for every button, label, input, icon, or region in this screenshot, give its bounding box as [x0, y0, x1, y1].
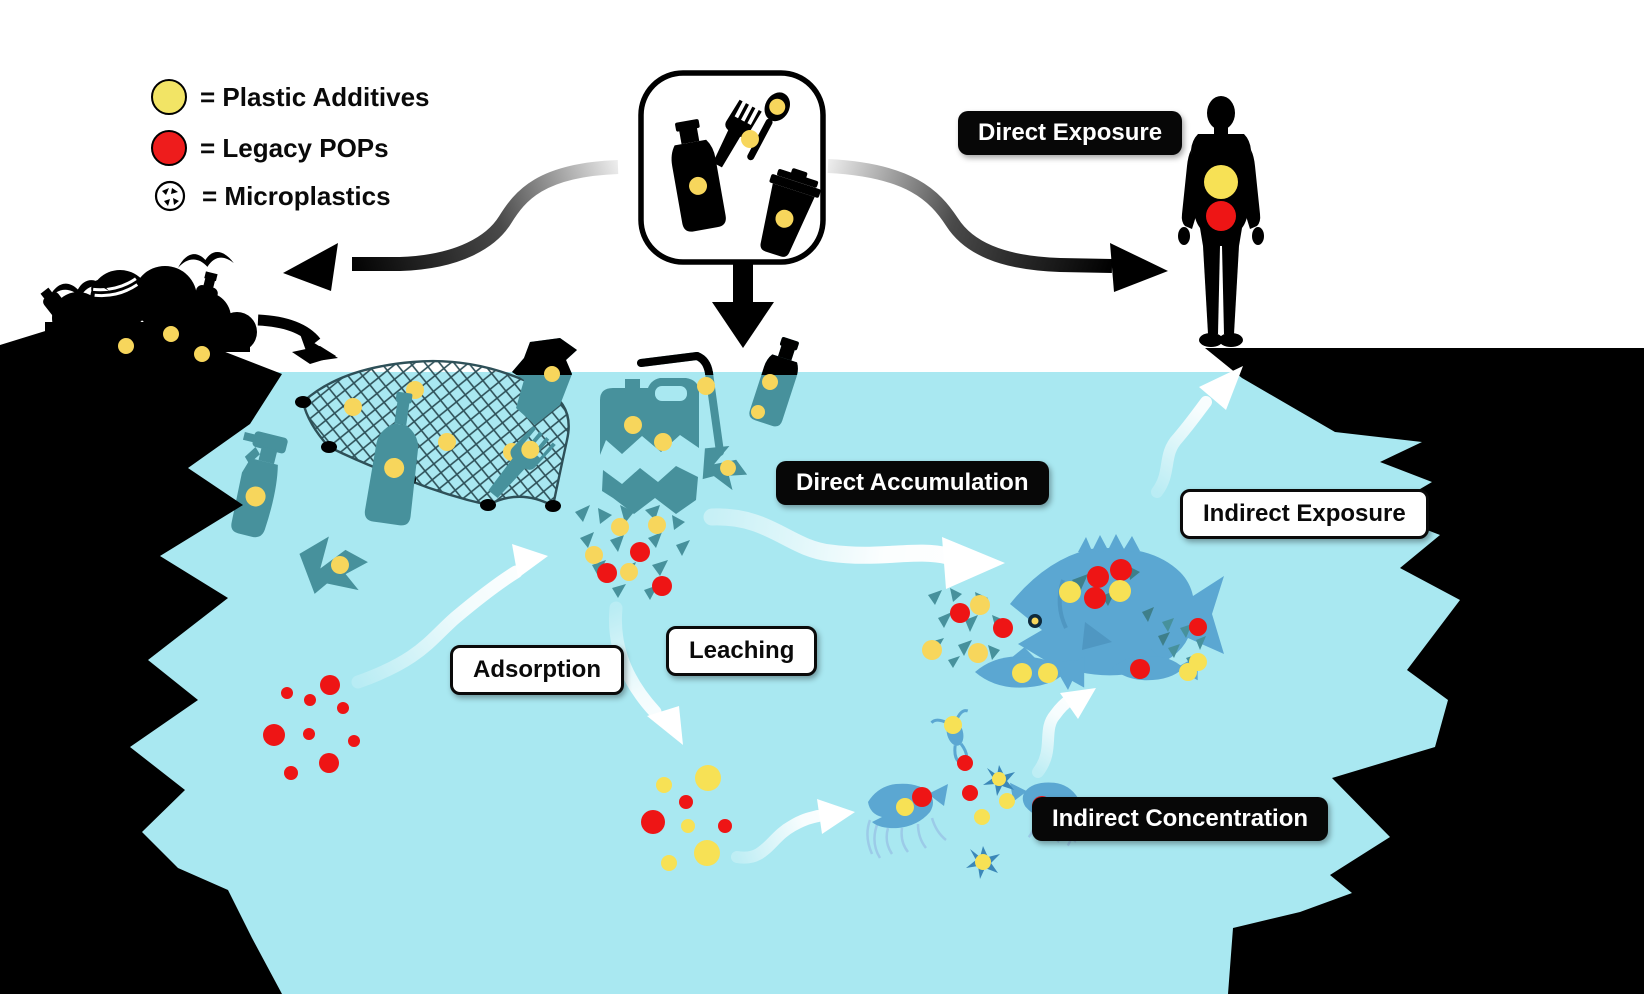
- arrow-leaching: [608, 601, 683, 745]
- plastic-additive-dot-icon: [150, 78, 188, 116]
- krill-icon: [866, 783, 948, 859]
- label-leaching: Leaching: [666, 626, 818, 676]
- big-fish-icon: [1010, 534, 1224, 690]
- seagull-icon: [48, 252, 234, 300]
- trash-pile-icon: [40, 266, 257, 362]
- plastic-waste-source-box: [638, 70, 826, 265]
- plastic-bag-icon: [299, 536, 368, 594]
- plankton-icon: [930, 709, 969, 764]
- legacy-pops-dot-icon: [150, 129, 188, 167]
- arrow-indirect-exposure: [1151, 366, 1243, 498]
- glass-bottle-icon: [364, 391, 419, 526]
- plastic-additive-dot: [762, 374, 778, 390]
- microplastics-icon: [154, 180, 186, 212]
- legend-label: = Plastic Additives: [200, 81, 430, 112]
- plastic-jug-icon: [600, 378, 699, 514]
- leached-chemical-cluster: [641, 765, 732, 871]
- plankton-icon: [983, 765, 1015, 796]
- legend-item-plastic-additives: = Plastic Additives: [150, 78, 430, 116]
- small-fish-icon: [1112, 648, 1198, 681]
- left-landmass: [0, 328, 282, 994]
- fork-icon: [488, 426, 556, 499]
- leached-chemical-cluster: [957, 755, 990, 825]
- plastic-bag-small-icon: [702, 446, 748, 491]
- arrow-box-to-water: [712, 260, 774, 348]
- legend-item-legacy-pops: = Legacy POPs: [150, 129, 430, 167]
- legend: = Plastic Additives = Legacy POPs = Micr…: [150, 78, 430, 225]
- arrow-to-ocean: [283, 160, 619, 291]
- small-fish-icon: [975, 647, 1085, 688]
- plastic-additive-dot: [751, 405, 765, 419]
- microplastic-fragments: [1162, 618, 1207, 671]
- plastic-additive-dot: [697, 377, 715, 395]
- plastic-additive-dot: [544, 366, 560, 382]
- pops-dot-cluster: [263, 675, 360, 780]
- right-landmass: [1205, 348, 1644, 994]
- arrow-direct-accumulation: [703, 508, 1005, 589]
- human-silhouette-icon: [1178, 96, 1264, 347]
- label-indirect-exposure: Indirect Exposure: [1180, 489, 1429, 539]
- legend-label: = Microplastics: [202, 180, 391, 211]
- plastic-additive-dot: [741, 130, 759, 148]
- arrow-direct-exposure: [827, 159, 1168, 292]
- water-bottle-icon: [671, 119, 726, 232]
- microplastic-fragments: [575, 505, 690, 600]
- fork-icon: [712, 99, 762, 168]
- spray-bottle-icon: [231, 431, 288, 538]
- floating-debris-icon: [292, 346, 336, 364]
- coffee-cup-icon: [760, 168, 821, 257]
- microplastic-fragments: [922, 588, 1013, 668]
- label-direct-accumulation: Direct Accumulation: [776, 461, 1049, 505]
- label-direct-exposure: Direct Exposure: [958, 111, 1183, 155]
- label-adsorption: Adsorption: [450, 645, 624, 695]
- arrow-krill-to-fish: [1032, 688, 1096, 778]
- spoon-icon: [747, 92, 790, 161]
- legend-label: = Legacy POPs: [200, 132, 389, 163]
- label-indirect-concentration: Indirect Concentration: [1032, 797, 1329, 841]
- fishing-net-icon: [295, 359, 570, 512]
- plankton-icon: [966, 846, 1000, 879]
- arrow-to-krill: [731, 799, 855, 864]
- legend-item-microplastics: = Microplastics: [150, 180, 430, 212]
- arrow-adsorption: [351, 544, 548, 689]
